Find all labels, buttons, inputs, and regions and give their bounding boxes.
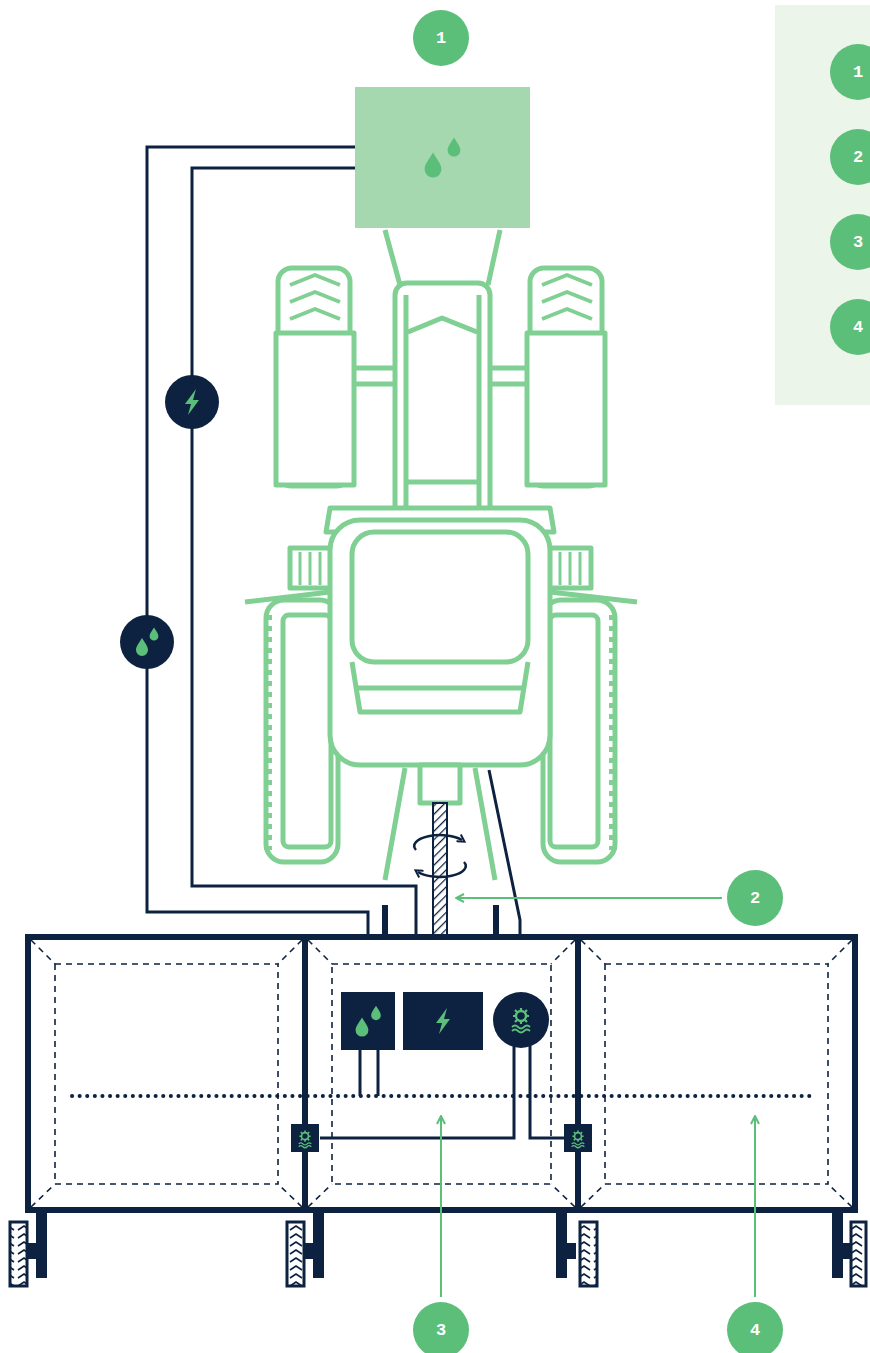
callout-number: 2 — [830, 129, 870, 185]
callout-text: 1 — [436, 30, 446, 47]
callout-number: 3 — [413, 1302, 469, 1353]
callout-text: 2 — [853, 149, 863, 166]
callout-number: 2 — [727, 870, 783, 926]
tractor — [245, 230, 637, 880]
rotation-arrows — [414, 835, 466, 877]
implement-wheels — [10, 1210, 866, 1286]
liquid-icon — [425, 137, 461, 177]
leader-lines — [441, 898, 755, 1297]
callout-number: 4 — [727, 1302, 783, 1353]
callout-number: 1 — [413, 10, 469, 66]
callout-number: 4 — [830, 299, 870, 355]
callout-number: 1 — [830, 44, 870, 100]
tank — [355, 87, 530, 228]
callout-text: 3 — [436, 1322, 446, 1339]
callout-text: 4 — [750, 1322, 760, 1339]
callout-text: 4 — [853, 319, 863, 336]
callout-text: 2 — [750, 890, 760, 907]
line-icons — [120, 375, 219, 669]
callout-text: 3 — [853, 234, 863, 251]
callout-text: 1 — [853, 64, 863, 81]
callout-number: 3 — [830, 214, 870, 270]
